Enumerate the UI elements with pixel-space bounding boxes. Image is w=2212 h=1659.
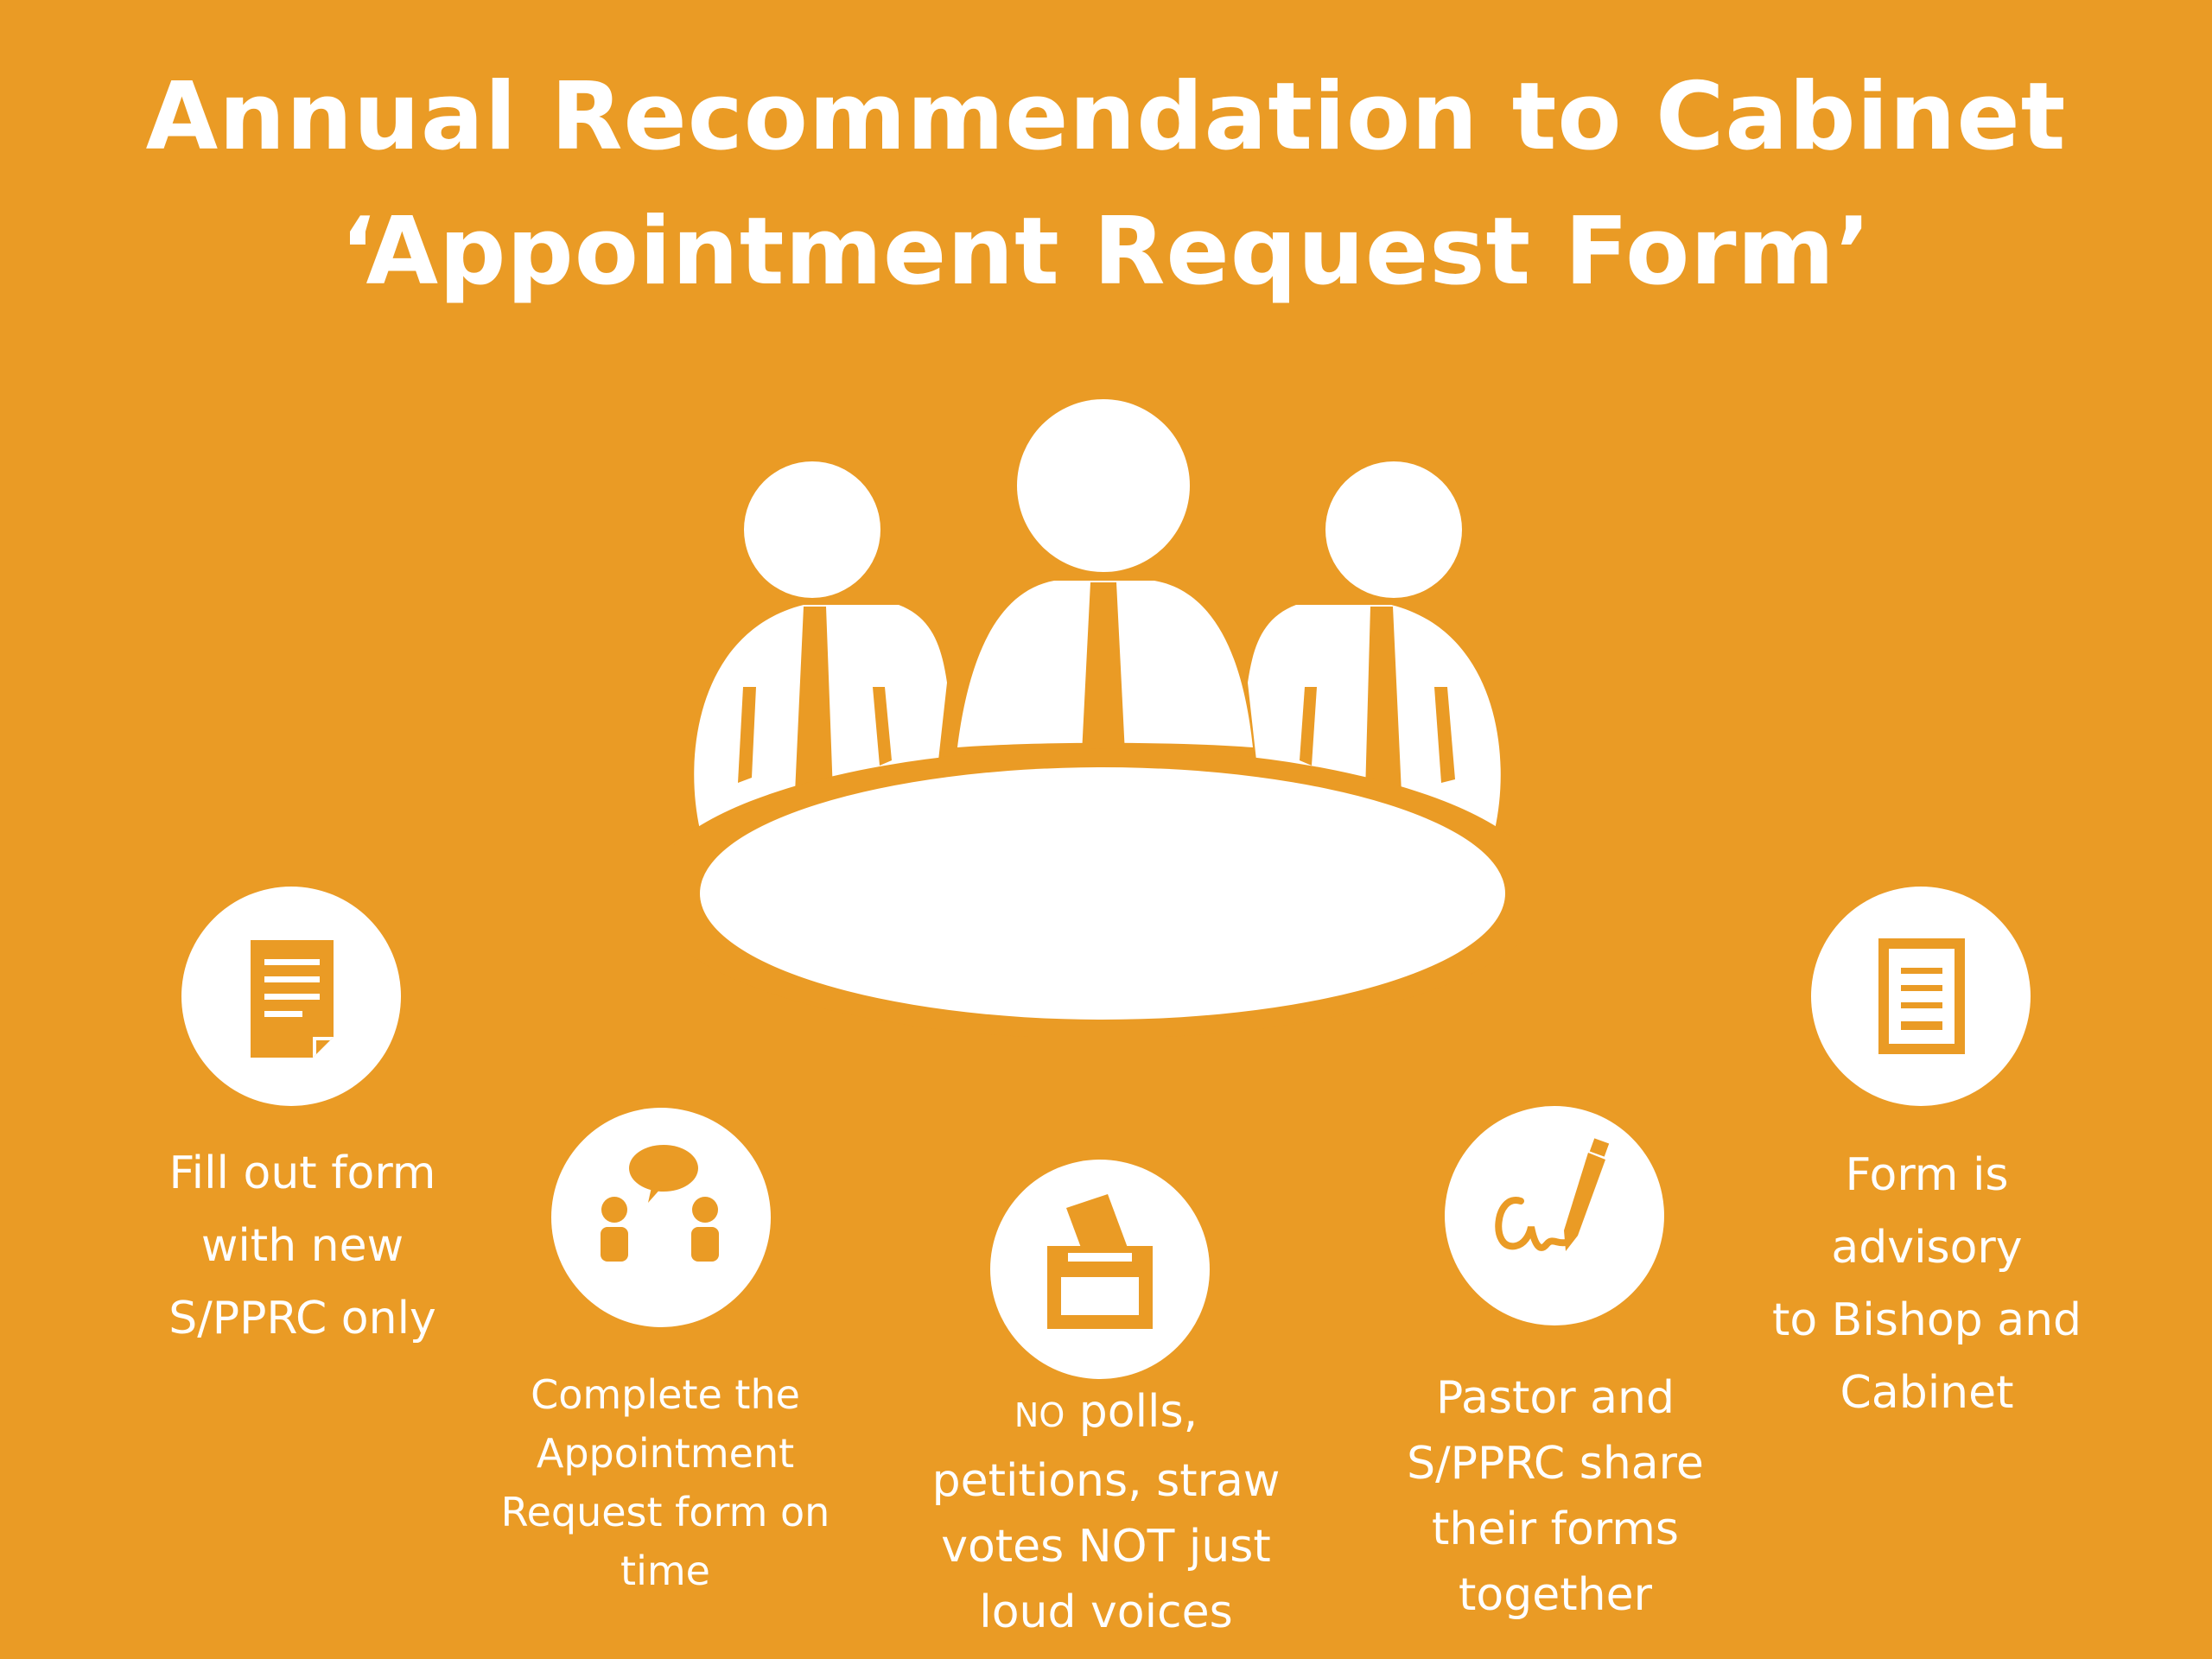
step-2-text: Complete the Appointment Request form on… [500, 1371, 830, 1594]
step-1-text: Fill out form with new S/PPRC only [168, 1147, 436, 1344]
step-5-text: Form is advisory to Bishop and Cabinet [1771, 1149, 2082, 1419]
ballot-box-icon [1047, 1194, 1153, 1329]
clipboard-icon [1878, 938, 1965, 1054]
step-4-text: Pastor and S/PPRC share their forms toge… [1407, 1372, 1704, 1621]
conversation-icon [601, 1145, 719, 1262]
step-3-text-body: polls, petitions, straw votes NOT just l… [931, 1386, 1281, 1638]
page-title-line-2: ‘Appointment Request Form’ [340, 198, 1872, 306]
step-3-text: NO polls, petitions, straw votes NOT jus… [916, 1379, 1296, 1645]
step-2-circle [551, 1108, 771, 1327]
step-3-text-prefix: NO [1014, 1396, 1065, 1434]
step-1-circle [181, 887, 401, 1106]
step-5-circle [1811, 887, 2031, 1106]
step-3-circle [990, 1160, 1210, 1379]
page-title-line-1: Annual Recommendation to Cabinet [145, 63, 2067, 171]
signature-pen-icon [1495, 1138, 1610, 1251]
people-at-table-icon [648, 389, 1547, 1039]
document-icon [251, 940, 334, 1058]
step-4-circle [1445, 1106, 1664, 1325]
